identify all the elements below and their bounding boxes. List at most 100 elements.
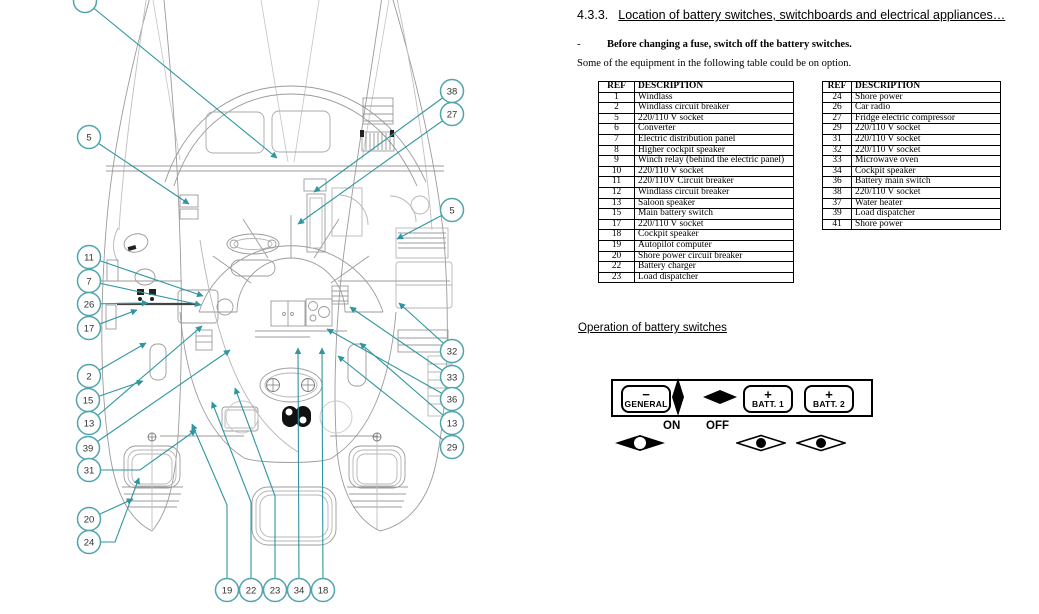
general-minus-sign: −	[642, 386, 650, 402]
switch-off-position-icon-batt2	[796, 434, 846, 452]
ref-cell: 11	[598, 176, 635, 188]
callout-17: 17	[76, 315, 102, 341]
description-cell: Winch relay (behind the electric panel)	[634, 155, 794, 167]
callout-leader-22	[211, 401, 252, 590]
ref-cell: 5	[598, 112, 635, 125]
svg-text:15: 15	[83, 395, 94, 406]
ref-cell: 13	[598, 197, 635, 210]
ref-cell: 37	[822, 197, 852, 210]
ref-cell: 34	[822, 165, 852, 178]
boat-line-art	[101, 0, 453, 546]
ref-cell: 17	[598, 218, 635, 231]
svg-text:13: 13	[447, 418, 458, 429]
svg-text:17: 17	[84, 323, 95, 334]
callout-leader-11	[88, 256, 204, 298]
callout-19: 19	[214, 577, 240, 603]
callout-26: 26	[76, 291, 102, 317]
description-cell: Shore power circuit breaker	[634, 250, 794, 263]
callout-33: 33	[439, 364, 465, 390]
description-cell: 220/110 V socket	[851, 144, 1001, 157]
callout-leader-38	[313, 90, 453, 193]
description-cell: Autopilot computer	[634, 239, 794, 252]
callout-34: 34	[286, 577, 312, 603]
description-cell: Saloon speaker	[634, 197, 794, 210]
boat-deck-svg: 3827551172617215133931202432333613291922…	[72, 0, 465, 603]
callout-11: 11	[76, 244, 102, 270]
general-switch: − GENERAL	[621, 385, 671, 413]
batt1-plus-sign: +	[764, 386, 772, 402]
ref-cell: 24	[822, 91, 852, 104]
batt2-switch: + BATT. 2	[804, 385, 854, 413]
svg-text:19: 19	[222, 585, 233, 596]
description-cell: Load dispatcher	[634, 271, 794, 284]
ref-header: REF	[598, 81, 635, 93]
description-cell: 220/110 V socket	[634, 165, 794, 178]
svg-text:27: 27	[447, 109, 458, 120]
description-cell: Windlass circuit breaker	[634, 186, 794, 199]
ref-cell: 32	[822, 144, 852, 157]
callout-leader-27	[297, 113, 453, 225]
operation-heading: Operation of battery switches	[578, 322, 727, 334]
warning-line: -Before changing a fuse, switch off the …	[577, 39, 852, 50]
callout-23: 23	[262, 577, 288, 603]
callout-22: 22	[238, 577, 264, 603]
callout-leader-top	[84, 0, 278, 159]
callout-leader-23	[234, 387, 276, 590]
callout-7: 7	[76, 268, 102, 294]
callout-leader-29	[337, 355, 453, 448]
description-cell: Windlass	[634, 91, 794, 104]
ref-cell: 9	[598, 155, 635, 167]
callout-leader-33	[349, 306, 453, 378]
description-cell: Shore power	[851, 91, 1001, 104]
callout-5: 5	[439, 197, 465, 223]
callout-leader-19	[191, 423, 228, 590]
callout-2: 2	[76, 363, 102, 389]
ref-cell: 1	[598, 91, 635, 104]
callout-leader-39	[87, 349, 231, 449]
description-cell: Cockpit speaker	[634, 229, 794, 241]
svg-text:5: 5	[86, 132, 91, 143]
ref-cell: 2	[598, 102, 635, 114]
svg-text:24: 24	[84, 537, 95, 548]
on-label: ON	[663, 420, 681, 432]
svg-text:13: 13	[84, 418, 95, 429]
svg-text:7: 7	[86, 276, 91, 287]
warning-dash: -	[577, 39, 581, 50]
description-cell: Battery main switch	[851, 176, 1001, 188]
section-title: 4.3.3.Location of battery switches, swit…	[577, 8, 1005, 22]
description-cell: Microwave oven	[851, 155, 1001, 167]
batt1-switch: + BATT. 1	[743, 385, 793, 413]
section-number: 4.3.3.	[577, 8, 609, 22]
batt1-label: BATT. 1	[752, 398, 784, 409]
callout-15: 15	[75, 387, 101, 413]
description-cell: 220/110 V socket	[634, 218, 794, 231]
callout-leader-5	[88, 136, 190, 205]
off-label: OFF	[706, 420, 729, 432]
callout-24: 24	[76, 529, 102, 555]
svg-text:26: 26	[84, 299, 95, 310]
ref-cell: 31	[822, 133, 852, 146]
switch-on-position-icon	[615, 435, 665, 451]
ref-cell: 41	[822, 218, 852, 231]
svg-text:18: 18	[318, 585, 329, 596]
